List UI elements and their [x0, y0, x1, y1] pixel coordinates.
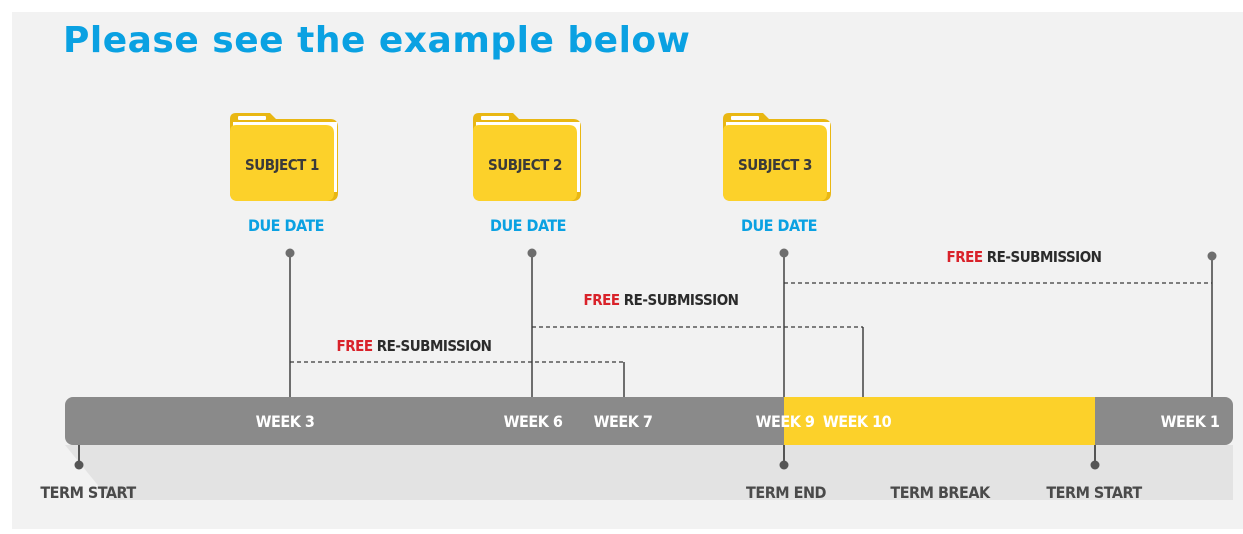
- folder-icon-2: [473, 113, 581, 201]
- resub-text: RE-SUBMISSION: [619, 291, 739, 309]
- bar-shadow: [65, 445, 1233, 500]
- due-dots: [285, 248, 1217, 261]
- due-stems: [289, 253, 1213, 397]
- term-start-label: TERM START: [40, 483, 136, 502]
- resub-spans: [290, 282, 1212, 363]
- due-dot-2: [527, 248, 537, 258]
- week-7-label: WEEK 7: [593, 412, 653, 431]
- term-dot-start-2: [1090, 460, 1100, 470]
- subject-3-label: SUBJECT 3: [738, 156, 812, 174]
- term-end-label: TERM END: [746, 483, 826, 502]
- week-9-label: WEEK 9: [755, 412, 815, 431]
- term-dots: [74, 460, 1100, 470]
- resub-text: RE-SUBMISSION: [372, 337, 492, 355]
- term-break-label: TERM BREAK: [890, 483, 990, 502]
- term-dot-end: [779, 460, 789, 470]
- subject-1-due-date: DUE DATE: [248, 216, 325, 235]
- folder-icon-3: [723, 113, 831, 201]
- week-6-label: WEEK 6: [503, 412, 563, 431]
- resub-label-2: FREE RE-SUBMISSION: [584, 291, 739, 309]
- page-title: Please see the example below: [63, 20, 691, 61]
- resub-text: RE-SUBMISSION: [982, 248, 1102, 266]
- week-10-label: WEEK 10: [822, 412, 892, 431]
- subject-1-label: SUBJECT 1: [245, 156, 319, 174]
- term-break-segment: [784, 397, 1095, 445]
- due-dot-1: [285, 248, 295, 258]
- term-start-label-2: TERM START: [1046, 483, 1142, 502]
- resub-label-1: FREE RE-SUBMISSION: [337, 337, 492, 355]
- subject-2-due-date: DUE DATE: [490, 216, 567, 235]
- subject-2-label: SUBJECT 2: [488, 156, 562, 174]
- due-dot-3: [779, 248, 789, 258]
- term-dot-start: [74, 460, 84, 470]
- week-1-label: WEEK 1: [1160, 412, 1220, 431]
- subject-3-due-date: DUE DATE: [741, 216, 818, 235]
- week-3-label: WEEK 3: [255, 412, 315, 431]
- free-word: FREE: [583, 291, 621, 309]
- resub-label-3: FREE RE-SUBMISSION: [947, 248, 1102, 266]
- folder-icon-1: [230, 113, 338, 201]
- free-word: FREE: [336, 337, 374, 355]
- free-word: FREE: [946, 248, 984, 266]
- end-dot-3: [1207, 251, 1217, 261]
